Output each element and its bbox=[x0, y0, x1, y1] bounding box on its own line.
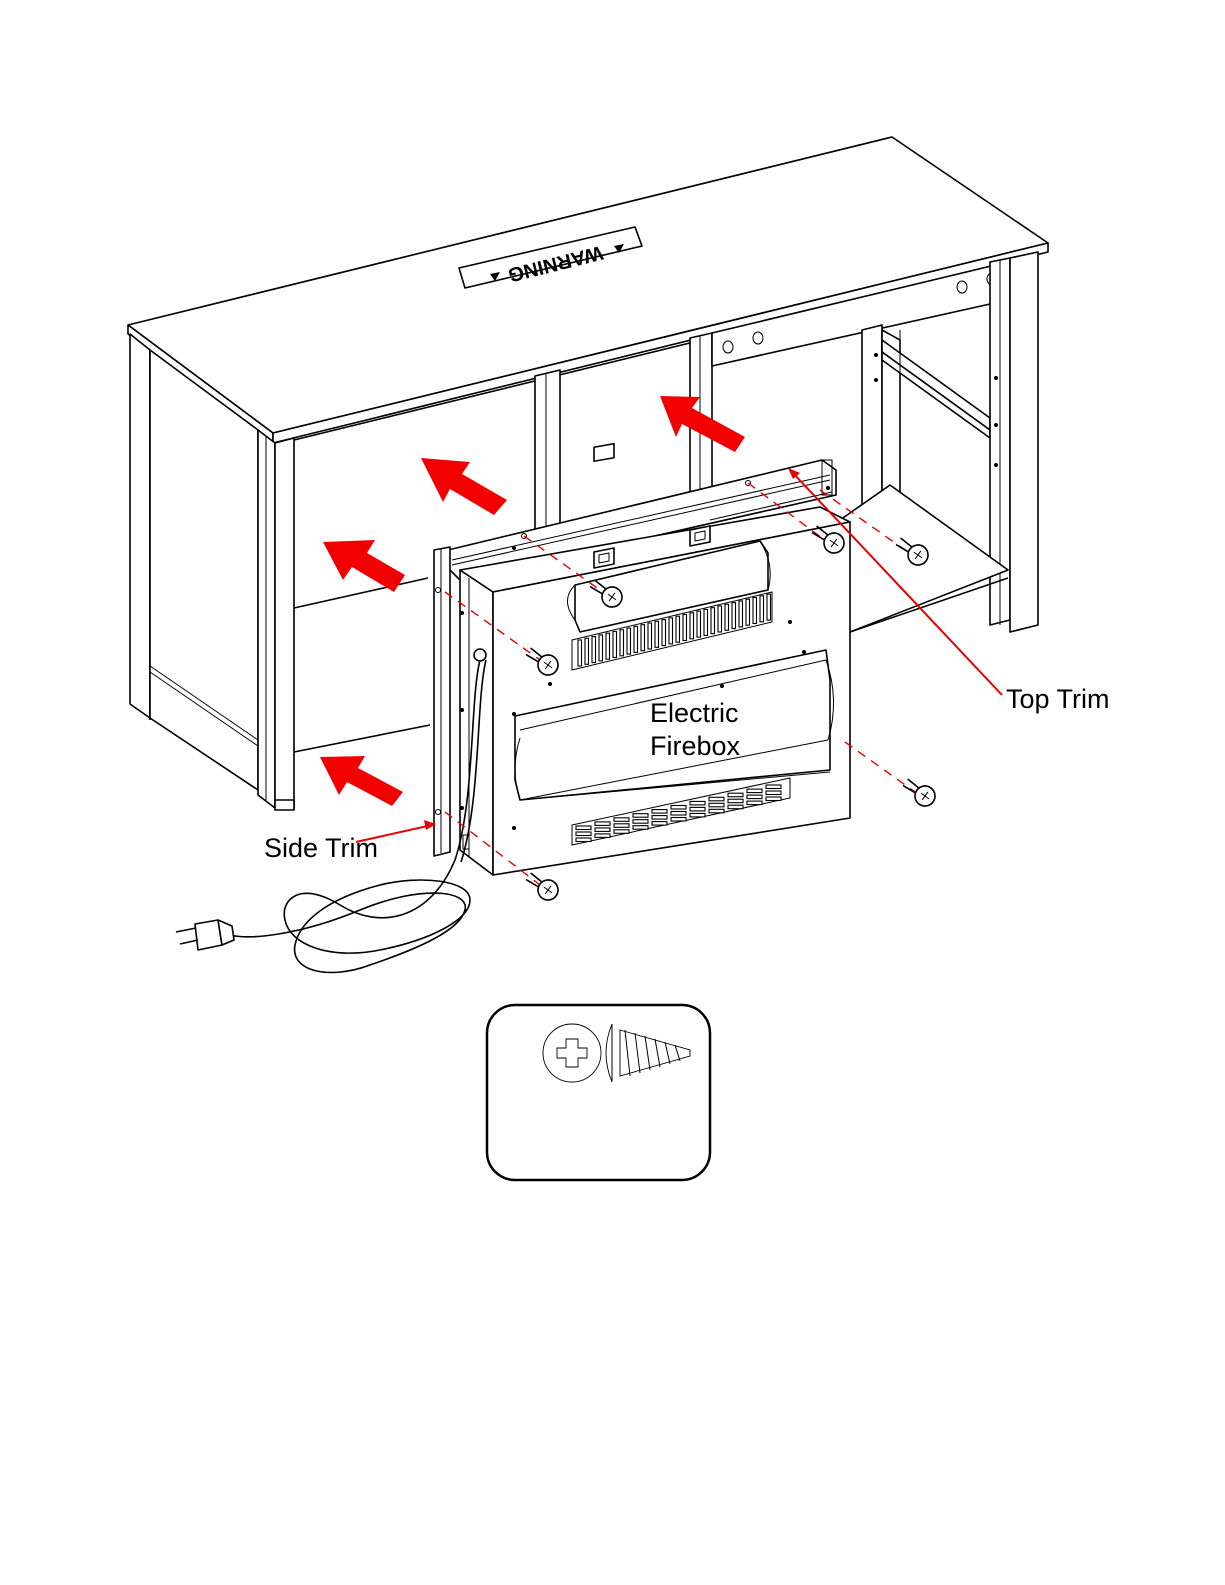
side-trim-label: Side Trim bbox=[264, 833, 378, 863]
vent-slat bbox=[620, 630, 624, 656]
arrow-icon bbox=[421, 458, 507, 515]
vent-slot bbox=[690, 813, 705, 817]
vent-slot bbox=[652, 816, 667, 820]
vent-slat bbox=[613, 632, 617, 658]
vent-slot bbox=[614, 818, 629, 822]
vent-slat bbox=[592, 637, 596, 663]
vent-slot bbox=[766, 785, 781, 789]
vent-slot bbox=[652, 810, 667, 814]
vent-slat bbox=[697, 611, 701, 637]
vent-slot bbox=[690, 807, 705, 811]
vent-slat bbox=[599, 635, 603, 661]
vent-slat bbox=[641, 625, 645, 651]
vent-slot bbox=[633, 814, 648, 818]
vent-slot bbox=[709, 809, 724, 813]
vent-slot bbox=[728, 799, 743, 803]
vent-slot bbox=[671, 818, 686, 822]
vent-slat bbox=[767, 594, 771, 620]
vent-slot bbox=[576, 838, 591, 842]
vent-slat bbox=[739, 601, 743, 627]
vent-slat bbox=[746, 599, 750, 625]
arrow-icon bbox=[323, 540, 405, 592]
phillips-screw-head-icon bbox=[543, 1024, 601, 1082]
vent-slot bbox=[595, 828, 610, 832]
vent-slat bbox=[634, 626, 638, 652]
vent-slot bbox=[576, 832, 591, 836]
hardware-callout-box bbox=[487, 1005, 710, 1180]
vent-slat bbox=[655, 621, 659, 647]
vent-slat bbox=[690, 613, 694, 639]
vent-slot bbox=[747, 789, 762, 793]
vent-slot bbox=[614, 830, 629, 834]
power-plug-icon bbox=[176, 920, 234, 950]
vent-slot bbox=[633, 826, 648, 830]
vent-slot bbox=[614, 824, 629, 828]
arrow-icon bbox=[320, 756, 403, 806]
vent-slot bbox=[595, 822, 610, 826]
vent-slot bbox=[671, 806, 686, 810]
vent-slot bbox=[709, 803, 724, 807]
vent-slot bbox=[633, 820, 648, 824]
vent-slot bbox=[709, 797, 724, 801]
screw-icon bbox=[523, 868, 562, 904]
vent-slat bbox=[725, 604, 729, 630]
vent-slot bbox=[690, 801, 705, 805]
vent-slot bbox=[576, 826, 591, 830]
vent-slat bbox=[732, 603, 736, 629]
top-trim-label: Top Trim bbox=[1006, 684, 1110, 714]
electric-firebox-label: Firebox bbox=[650, 731, 741, 761]
vent-slat bbox=[669, 618, 673, 644]
vent-slat bbox=[648, 623, 652, 649]
vent-slat bbox=[662, 620, 666, 646]
vent-slat bbox=[711, 608, 715, 634]
vent-slot bbox=[766, 797, 781, 801]
vent-slat bbox=[627, 628, 631, 654]
vent-slot bbox=[652, 822, 667, 826]
vent-slat bbox=[753, 598, 757, 624]
vent-slat bbox=[676, 616, 680, 642]
vent-slot bbox=[747, 801, 762, 805]
vent-slot bbox=[671, 812, 686, 816]
vent-slat bbox=[585, 638, 589, 664]
vent-slat bbox=[760, 596, 764, 622]
vent-slot bbox=[728, 805, 743, 809]
vent-slat bbox=[718, 606, 722, 632]
vent-slat bbox=[704, 609, 708, 635]
vent-slot bbox=[595, 834, 610, 838]
vent-slat bbox=[683, 615, 687, 641]
vent-slat bbox=[578, 640, 582, 666]
screw-icon bbox=[900, 774, 939, 810]
vent-slat bbox=[606, 633, 610, 659]
vent-slot bbox=[766, 791, 781, 795]
vent-slot bbox=[728, 793, 743, 797]
vent-slot bbox=[747, 795, 762, 799]
electric-firebox-label: Electric bbox=[650, 698, 739, 728]
